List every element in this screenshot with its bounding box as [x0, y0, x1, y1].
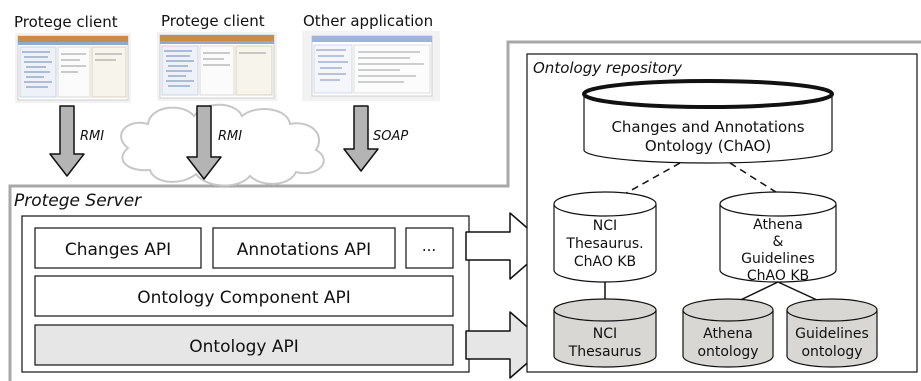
server-region-frame — [8, 40, 921, 381]
nci-kb-label-line3: ChAO KB — [574, 254, 636, 270]
client-screenshot-2 — [157, 32, 277, 101]
client-label-3: Other application — [303, 12, 433, 30]
athena-kb-label-line3: Guidelines — [741, 251, 815, 267]
athena-label-line2: ontology — [697, 344, 758, 360]
athena-kb-label-line2: & — [773, 234, 784, 250]
component-api-label: Ontology Component API — [137, 288, 351, 308]
client-label-1: Protege client — [14, 13, 118, 31]
nci-label-line2: Thesaurus — [568, 344, 642, 360]
guidelines-label-line2: ontology — [801, 344, 862, 360]
rmi-label-1: RMI — [80, 129, 104, 144]
changes-api-label: Changes API — [65, 240, 171, 260]
component-api-box — [34, 275, 454, 317]
changes-api-box — [34, 227, 202, 269]
nci-chao-kb-cylinder: NCI Thesaurus. ChAO KB — [553, 191, 657, 283]
athena-guidelines-chao-kb-cylinder: Athena & Guidelines ChAO KB — [719, 191, 837, 284]
annotations-api-label: Annotations API — [237, 240, 371, 260]
guidelines-ontology-cylinder: Guidelines ontology — [786, 298, 878, 368]
annotations-api-box — [212, 227, 396, 269]
athena-ontology-cylinder: Athena ontology — [682, 298, 774, 368]
repository-title: Ontology repository — [533, 59, 683, 77]
more-apis-box — [405, 227, 454, 269]
network-cloud — [120, 103, 325, 187]
athena-kb-label-line4: ChAO KB — [747, 268, 809, 284]
rmi-arrow-1 — [49, 105, 85, 177]
guidelines-label-line1: Guidelines — [795, 326, 869, 342]
client-screenshot-1 — [15, 33, 131, 103]
ontology-api-label: Ontology API — [189, 337, 299, 357]
client-screenshot-3 — [302, 31, 440, 101]
rmi-label-2: RMI — [218, 129, 242, 144]
chao-cylinder: Changes and Annotations Ontology (ChAO) — [582, 79, 834, 164]
athena-kb-label-line1: Athena — [753, 217, 803, 233]
ontology-api-box — [34, 324, 454, 366]
nci-label-line1: NCI — [593, 326, 617, 342]
athena-label-line1: Athena — [703, 326, 753, 342]
soap-label: SOAP — [373, 129, 408, 144]
soap-arrow — [343, 105, 379, 172]
nci-kb-label-line2: Thesaurus. — [565, 236, 643, 252]
chao-label-line1: Changes and Annotations — [611, 118, 804, 136]
nci-thesaurus-cylinder: NCI Thesaurus — [553, 298, 657, 368]
rmi-arrow-2 — [186, 105, 222, 180]
server-title: Protege Server — [14, 191, 142, 211]
client-label-2: Protege client — [161, 12, 265, 30]
more-apis-label: ... — [422, 237, 436, 255]
chao-label-line2: Ontology (ChAO) — [645, 137, 771, 155]
nci-kb-label-line1: NCI — [593, 218, 617, 234]
